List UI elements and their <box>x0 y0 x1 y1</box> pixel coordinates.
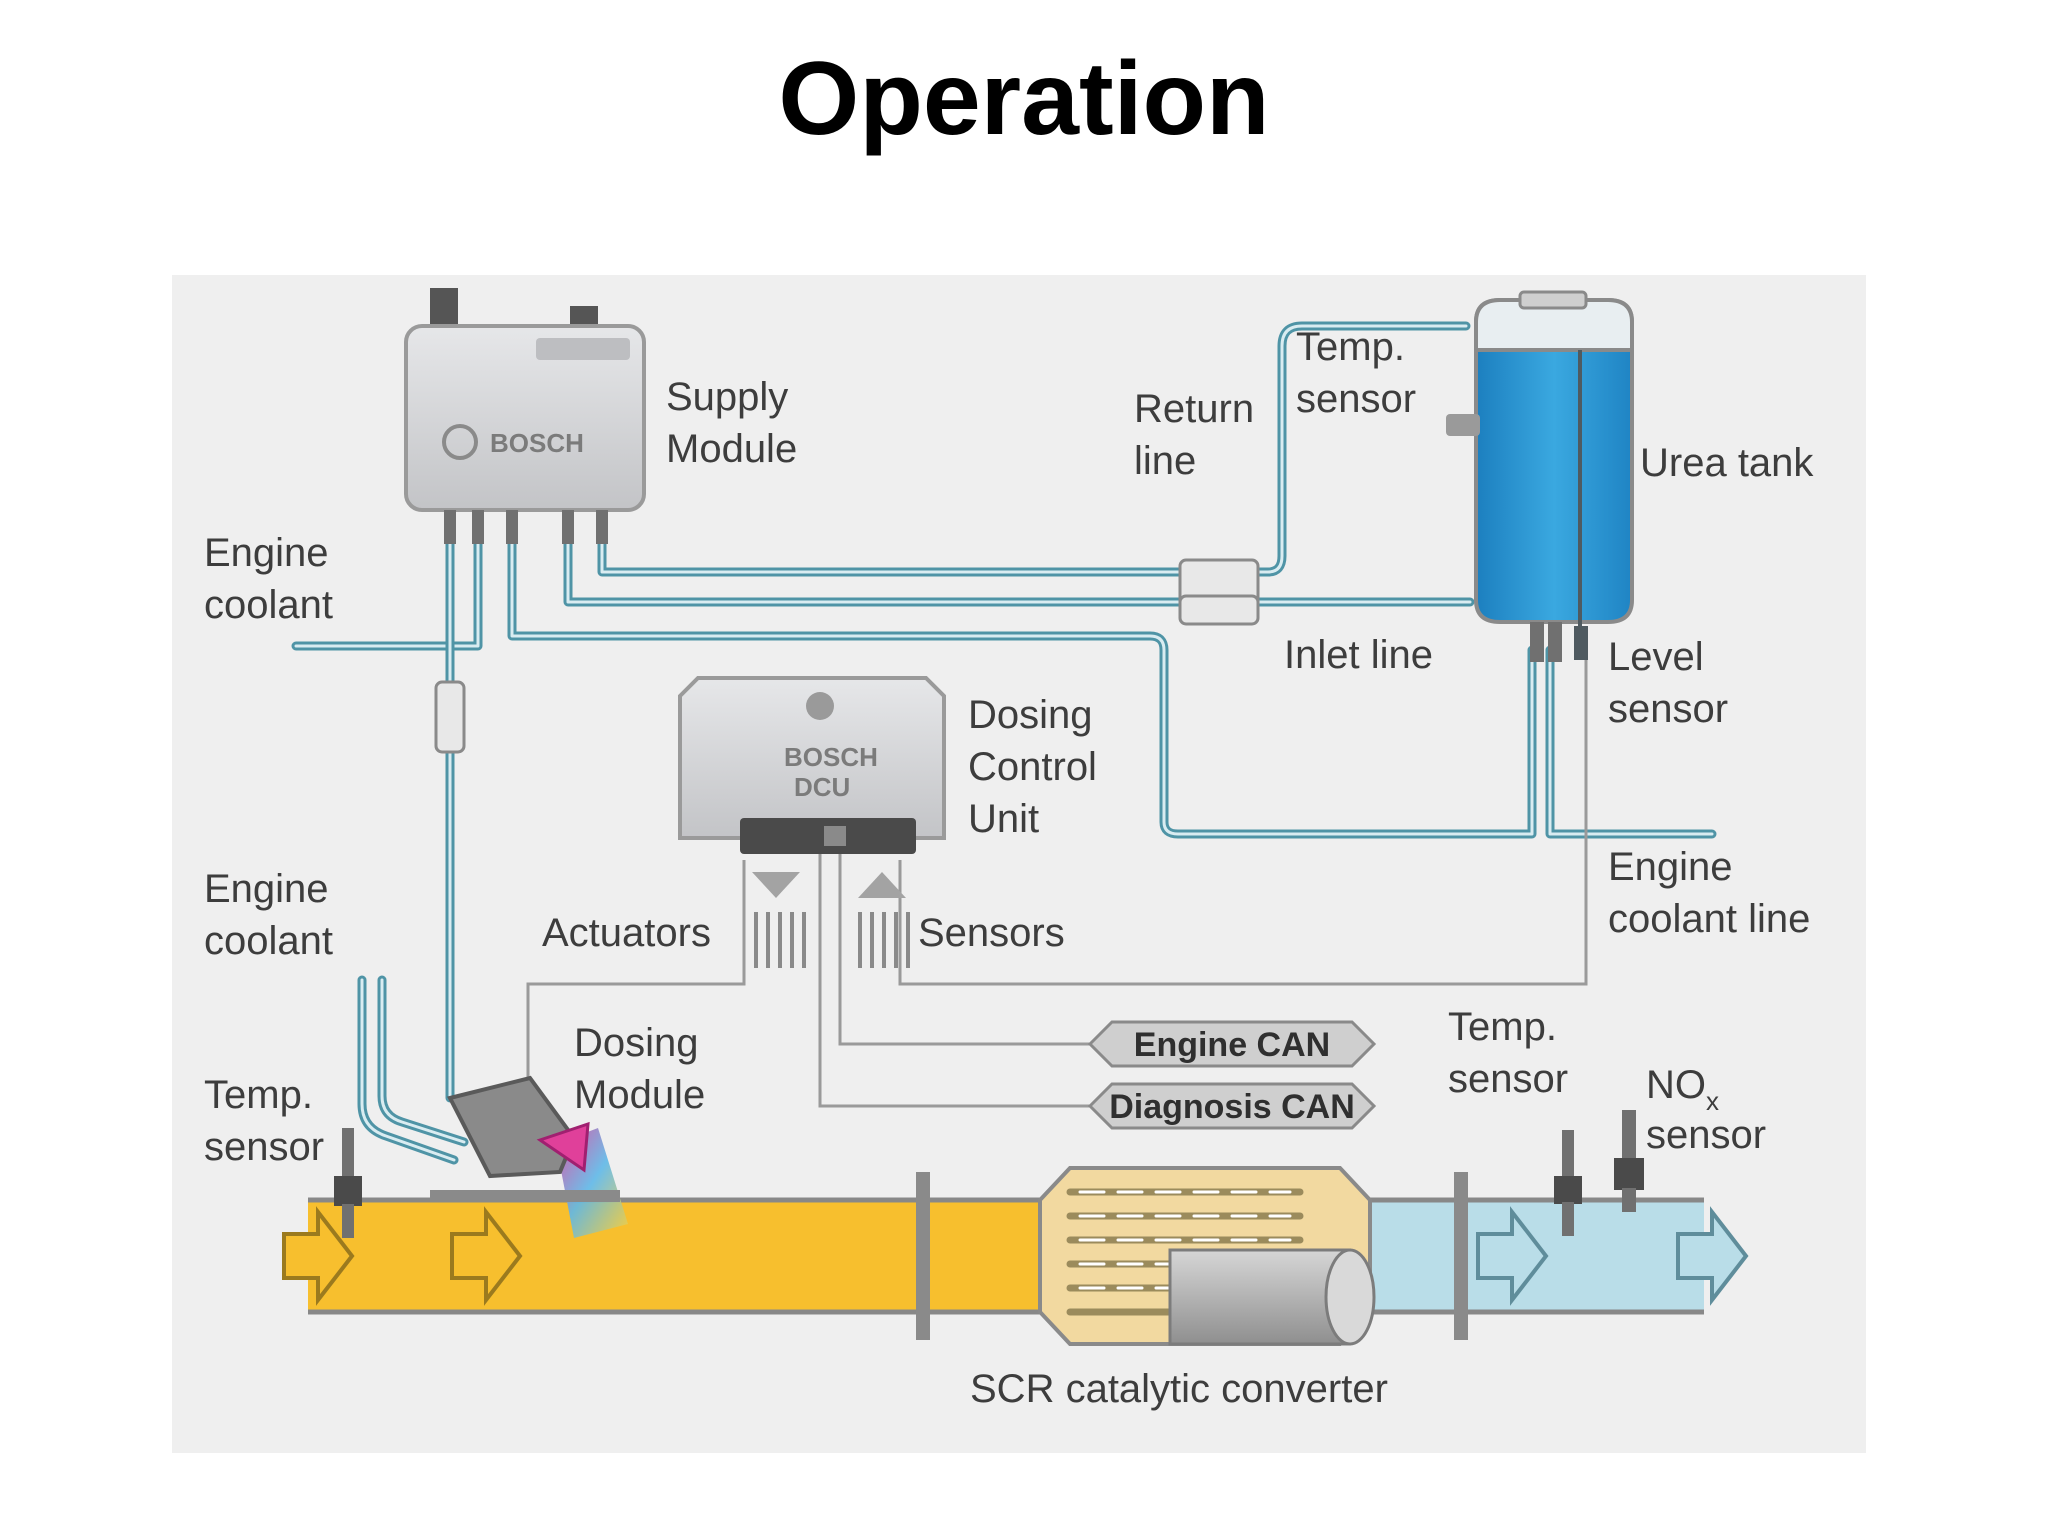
sensors-label: Sensors <box>918 911 1065 955</box>
dcu-name: DCU <box>794 772 850 802</box>
actuator-hatch <box>754 912 806 968</box>
engine-coolant-left-label: Engine coolant <box>204 867 340 963</box>
sensor-arrow <box>858 872 906 898</box>
supply-module-brand: BOSCH <box>490 428 584 458</box>
engine-coolant-line-label: Engine coolant line <box>1608 845 1810 941</box>
sensor-hatch <box>858 912 910 968</box>
inlet-line-label: Inlet line <box>1284 633 1433 677</box>
actuator-arrow <box>752 872 800 898</box>
engine-can-tag <box>1087 1020 1377 1068</box>
scr-converter <box>1038 1166 1376 1346</box>
temp-sensor-right-label: Temp. sensor <box>1448 1005 1568 1101</box>
pipe-connectors <box>434 558 1260 754</box>
dosing-module <box>430 1075 620 1202</box>
urea-tank <box>1446 290 1634 662</box>
return-line-label: Return line <box>1134 387 1265 483</box>
dcu-brand: BOSCH <box>784 742 878 772</box>
nox-sensor-label: NOx sensor <box>1646 1063 1766 1157</box>
supply-module <box>404 288 646 544</box>
dosing-control-unit <box>678 676 946 854</box>
level-sensor-label: Level sensor <box>1608 635 1728 731</box>
dosing-module-label: Dosing Module <box>574 1021 710 1117</box>
temp-sensor-left-probe <box>334 1128 362 1238</box>
signal-wires <box>526 658 1588 1108</box>
diagnosis-can-tag <box>1087 1082 1377 1130</box>
fluid-lines <box>291 321 1717 1165</box>
temp-sensor-left-label: Temp. sensor <box>204 1073 324 1169</box>
actuators-label: Actuators <box>542 911 711 955</box>
diagnosis-can-label: Diagnosis CAN <box>1109 1088 1355 1126</box>
engine-can-label: Engine CAN <box>1134 1026 1330 1064</box>
exhaust-flow-arrows <box>282 1206 523 1306</box>
temp-sensor-right-probe <box>1554 1130 1582 1236</box>
supply-module-label: Supply Module <box>666 375 799 471</box>
engine-coolant-top-label: Engine coolant <box>204 531 340 627</box>
tank-temp-sensor-label: Temp. sensor <box>1296 325 1416 421</box>
dosing-control-unit-label: Dosing Control Unit <box>968 693 1108 841</box>
scr-converter-label: SCR catalytic converter <box>970 1367 1388 1411</box>
slide-title: Operation <box>778 41 1270 157</box>
nox-sensor-probe <box>1614 1110 1644 1212</box>
urea-tank-label: Urea tank <box>1640 441 1814 485</box>
